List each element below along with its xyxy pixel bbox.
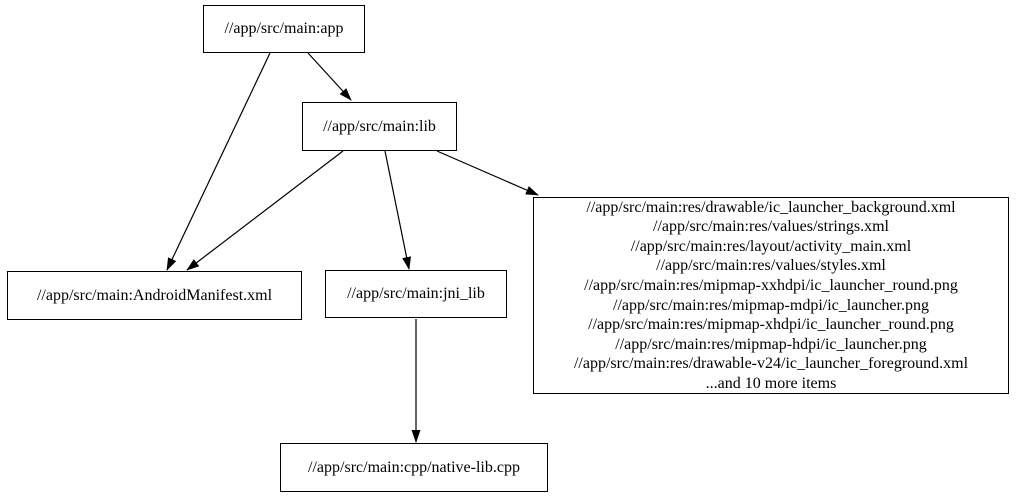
edge-lib-to-resources (436, 150, 539, 196)
resource-item: //app/src/main:res/drawable/ic_launcher_… (586, 198, 956, 216)
resource-item: //app/src/main:res/mipmap-mdpi/ic_launch… (613, 296, 929, 314)
resource-more-items: ...and 10 more items (705, 374, 837, 392)
edge-app-to-manifest (166, 52, 271, 271)
node-android-manifest: //app/src/main:AndroidManifest.xml (7, 271, 302, 320)
node-jni-lib-label: //app/src/main:jni_lib (347, 285, 485, 303)
resource-item: //app/src/main:res/mipmap-xxhdpi/ic_laun… (584, 276, 958, 294)
node-native-lib-cpp: //app/src/main:cpp/native-lib.cpp (280, 443, 548, 492)
edge-app-to-lib (307, 52, 352, 101)
resource-item: //app/src/main:res/mipmap-hdpi/ic_launch… (615, 335, 927, 353)
node-lib-label: //app/src/main:lib (323, 117, 436, 135)
resource-item: //app/src/main:res/layout/activity_main.… (630, 237, 912, 255)
node-app-label: //app/src/main:app (224, 20, 344, 38)
resource-item: //app/src/main:res/mipmap-xhdpi/ic_launc… (588, 316, 954, 334)
node-app: //app/src/main:app (203, 5, 365, 53)
node-lib: //app/src/main:lib (302, 102, 457, 151)
resource-item: //app/src/main:res/values/styles.xml (656, 257, 886, 275)
resource-item: //app/src/main:res/drawable-v24/ic_launc… (573, 355, 969, 373)
edge-lib-to-jni-lib (384, 150, 412, 270)
node-native-lib-cpp-label: //app/src/main:cpp/native-lib.cpp (308, 458, 520, 476)
node-resources-group: //app/src/main:res/drawable/ic_launcher_… (533, 197, 1009, 394)
edge-lib-to-manifest (186, 150, 344, 271)
node-jni-lib: //app/src/main:jni_lib (325, 270, 507, 318)
node-android-manifest-label: //app/src/main:AndroidManifest.xml (36, 286, 273, 304)
resource-item: //app/src/main:res/values/strings.xml (653, 218, 889, 236)
